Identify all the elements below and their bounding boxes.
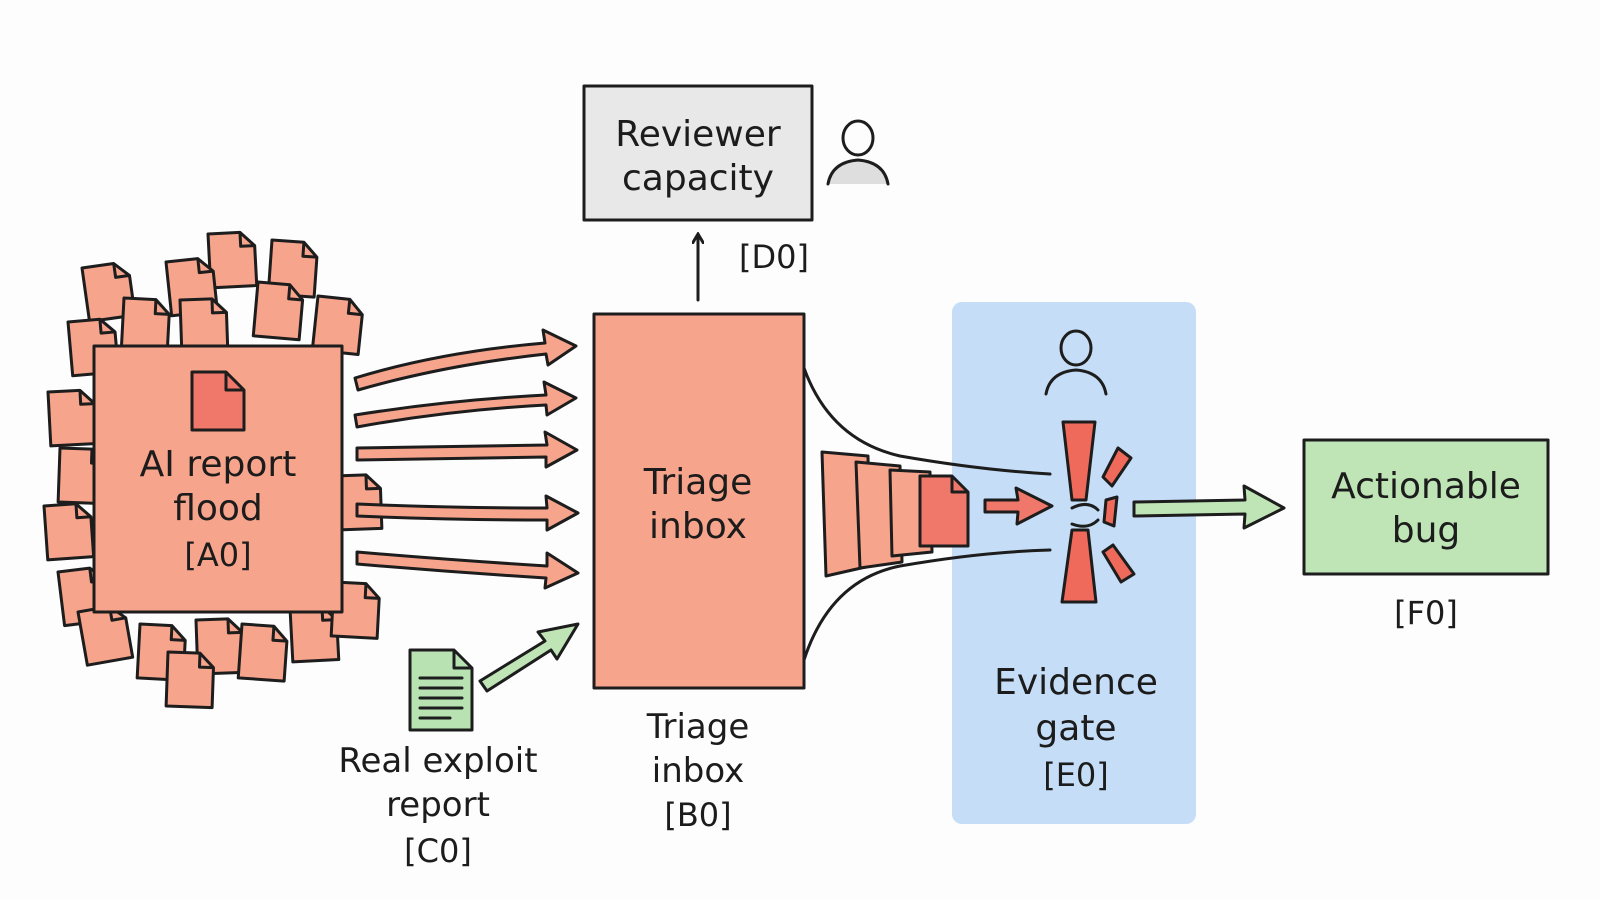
flood-doc <box>46 388 99 448</box>
reviewer-tag: [D0] <box>739 238 809 276</box>
real-report-text-document-icon <box>408 648 474 732</box>
reviewer-label-line2: capacity <box>622 158 774 199</box>
flood-doc <box>80 262 137 323</box>
funnel-bottom-line <box>802 548 1052 662</box>
flood-arrows <box>353 328 580 590</box>
flood-arrow <box>355 430 579 469</box>
flood-doc <box>42 502 96 562</box>
real-report-tag: [C0] <box>404 832 472 870</box>
flood-tag: [A0] <box>184 536 251 574</box>
inbox-caption-line2: inbox <box>652 751 744 791</box>
reviewer-label-line1: Reviewer <box>615 114 781 155</box>
real-report-label-line1: Real exploit <box>338 741 537 781</box>
bug-tag: [F0] <box>1394 594 1458 632</box>
funnel-stack <box>820 450 1054 578</box>
gate-to-bug-arrow <box>1132 484 1286 530</box>
reviewer-capacity-box <box>582 84 814 222</box>
gate-label-line2: gate <box>1035 708 1116 749</box>
funnel-to-gate-arrow <box>983 486 1054 526</box>
funnel-front-doc <box>918 474 970 548</box>
flood-doc <box>251 280 305 342</box>
flood-doc <box>119 296 171 356</box>
flood-arrow <box>355 550 580 590</box>
inbox-tag: [B0] <box>664 796 731 834</box>
flood-scattered-documents <box>42 230 384 710</box>
flood-document-icon <box>190 370 246 432</box>
flood-doc <box>178 297 230 356</box>
flood-label-line1: AI report <box>140 444 297 485</box>
flood-doc <box>310 294 364 357</box>
actionable-bug-box <box>1302 438 1550 576</box>
inbox-caption-line1: Triage <box>646 707 750 747</box>
inbox-label-line1: Triage <box>643 462 753 503</box>
bug-label-line2: bug <box>1392 510 1461 551</box>
gate-person-icon <box>1044 329 1108 396</box>
inbox-label-line2: inbox <box>649 506 747 547</box>
flood-doc <box>164 650 215 710</box>
triage-inbox-box <box>592 312 806 690</box>
flood-doc <box>236 622 289 683</box>
funnel-top-line <box>802 366 1052 476</box>
flood-arrow <box>353 328 578 392</box>
reviewer-person-icon <box>826 119 890 186</box>
real-report-arrow <box>478 622 580 693</box>
flood-arrow <box>355 494 580 532</box>
gate-tag: [E0] <box>1043 756 1109 794</box>
gate-broken-gate-icon <box>1060 420 1136 604</box>
flood-label-line2: flood <box>173 488 263 529</box>
flood-arrow <box>353 380 578 429</box>
real-report-label-line2: report <box>386 785 490 825</box>
bug-label-line1: Actionable <box>1331 466 1521 507</box>
gate-label-line1: Evidence <box>994 662 1158 703</box>
